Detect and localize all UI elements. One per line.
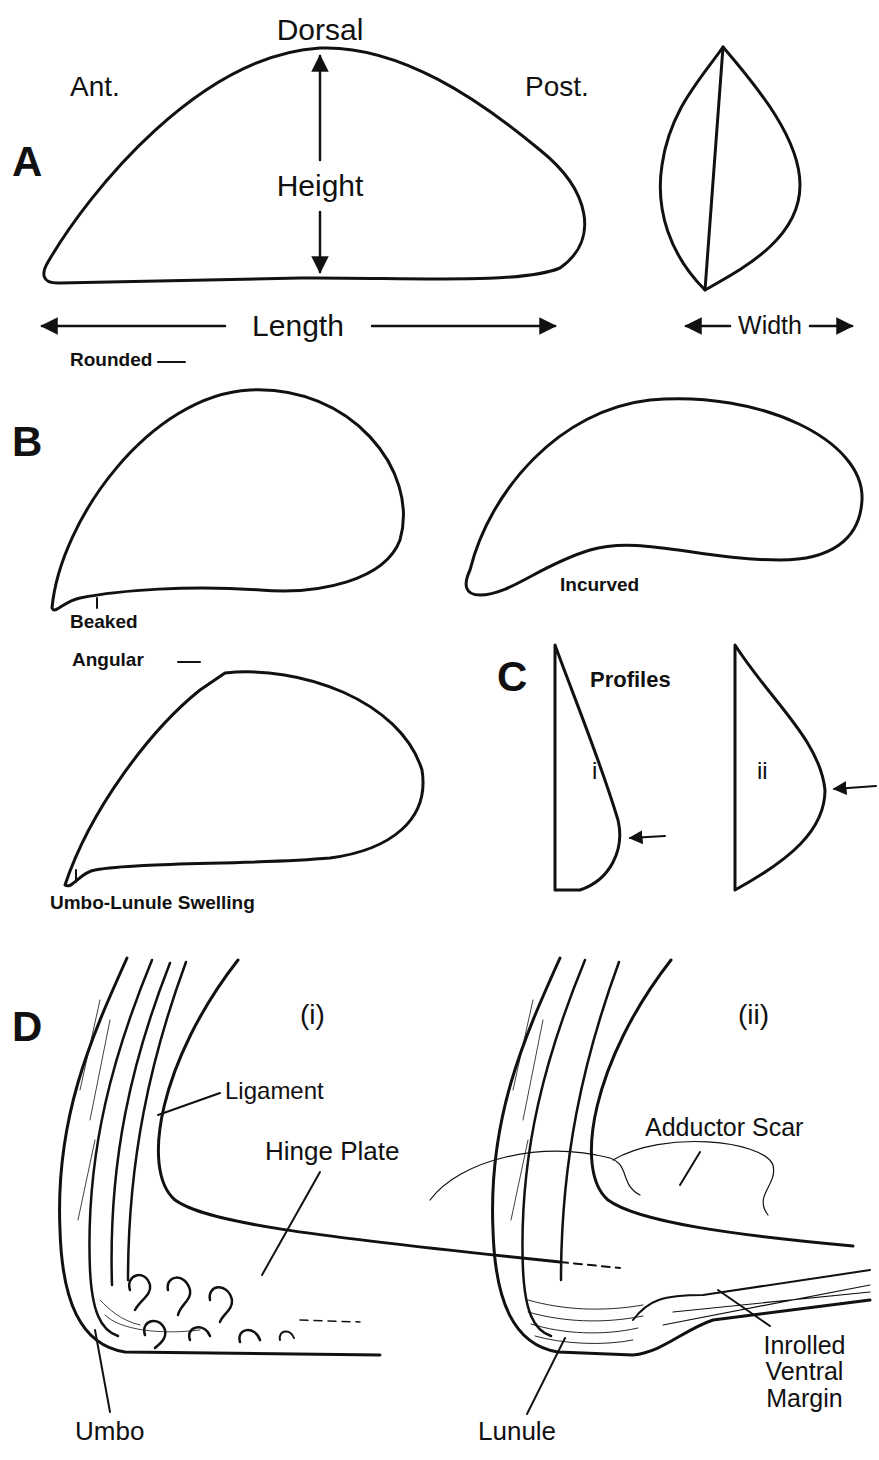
leader-line bbox=[95, 1093, 770, 1414]
panel-letter: C bbox=[497, 655, 527, 699]
length-arrow bbox=[42, 325, 225, 328]
part-name: Inrolled Ventral Margin bbox=[742, 1332, 867, 1411]
panel-letter: A bbox=[12, 140, 42, 184]
shell-outline bbox=[44, 48, 585, 283]
shape-term: Incurved bbox=[560, 575, 639, 595]
part-name: Ligament bbox=[225, 1078, 324, 1103]
dimension-label: Width bbox=[738, 312, 802, 338]
shape-term: Beaked bbox=[70, 612, 138, 632]
shell-outline bbox=[65, 672, 423, 886]
sub-label: (ii) bbox=[738, 1000, 769, 1029]
shape-term: Angular bbox=[72, 650, 144, 670]
dimension-label: Length bbox=[252, 310, 344, 342]
shell-end-view bbox=[660, 47, 800, 290]
panel-letter: B bbox=[12, 420, 42, 464]
profile bbox=[735, 645, 825, 890]
hinge-view bbox=[493, 958, 870, 1355]
part-name: Adductor Scar bbox=[645, 1114, 803, 1140]
part-name: Hinge Plate bbox=[265, 1138, 399, 1165]
width-arrow bbox=[686, 325, 730, 328]
part-name: Lunule bbox=[478, 1418, 556, 1445]
sub-heading: Profiles bbox=[590, 668, 671, 691]
axis-label: Ant. bbox=[70, 72, 120, 101]
shell-outline bbox=[466, 399, 862, 595]
dimension-label: Height bbox=[277, 170, 364, 202]
length-arrow bbox=[372, 325, 555, 328]
sub-label: (i) bbox=[300, 1000, 325, 1029]
shell-outline bbox=[52, 390, 403, 610]
axis-label: Dorsal bbox=[277, 14, 364, 46]
height-arrow bbox=[319, 212, 322, 272]
panel-letter: D bbox=[12, 1005, 42, 1049]
shape-term: Rounded bbox=[70, 350, 152, 370]
axis-label: Post. bbox=[525, 72, 589, 101]
width-arrow bbox=[810, 325, 852, 328]
shape-term: Umbo-Lunule Swelling bbox=[50, 893, 255, 913]
sub-label: ii bbox=[757, 758, 768, 783]
hinge-view bbox=[60, 958, 640, 1355]
height-arrow bbox=[319, 56, 322, 160]
part-name: Umbo bbox=[75, 1418, 144, 1445]
commissure bbox=[705, 47, 723, 290]
sub-label: i bbox=[592, 758, 597, 783]
